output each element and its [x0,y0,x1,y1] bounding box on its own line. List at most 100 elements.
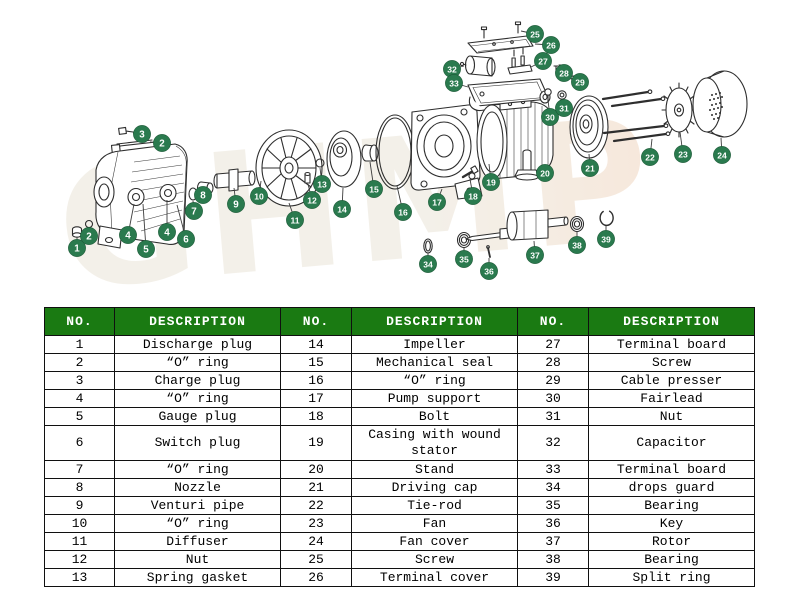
svg-text:29: 29 [575,77,585,87]
part-number-cell: 31 [517,407,589,426]
part-marker-1: 1 [68,237,86,257]
part-marker-39: 39 [597,226,615,248]
svg-text:7: 7 [191,206,197,217]
column-header: NO. [280,307,352,336]
svg-text:17: 17 [432,197,442,207]
part-marker-20: 20 [535,164,554,182]
part-description-cell: Gauge plug [114,407,281,426]
pump-casing-part [93,141,188,249]
part-number-cell: 12 [44,550,115,569]
svg-text:10: 10 [254,191,264,201]
svg-text:3: 3 [139,129,145,140]
part-marker-2: 2 [149,134,171,152]
part-number-cell: 33 [517,460,589,479]
part-description-cell: Terminal cover [351,568,518,587]
part-description-cell: Bearing [588,550,755,569]
part-description-cell: Switch plug [114,425,281,461]
part-marker-26: 26 [534,36,560,54]
part-marker-19: 19 [482,163,500,191]
part-number-cell: 8 [44,478,115,497]
svg-text:13: 13 [317,179,327,189]
part-marker-17: 17 [428,188,446,211]
part-marker-9: 9 [227,187,245,213]
part-number-cell: 2 [44,353,115,372]
part-number-cell: 9 [44,496,115,515]
part-number-cell: 6 [44,425,115,461]
part-marker-5: 5 [137,203,155,258]
part-number-cell: 35 [517,496,589,515]
part-description-cell: “O” ring [114,389,281,408]
column-header: DESCRIPTION [351,307,518,336]
terminal-board-33-part [467,78,551,112]
part-marker-35: 35 [455,248,473,268]
svg-text:28: 28 [559,68,569,78]
part-marker-22: 22 [641,138,659,166]
part-description-cell: Bearing [588,496,755,515]
part-description-cell: Casing with wound stator [351,425,518,461]
part-number-cell: 7 [44,460,115,479]
charge-plug-part [118,126,134,135]
part-marker-27: 27 [530,52,552,70]
part-marker-25: 25 [520,25,544,43]
part-number-cell: 18 [280,407,352,426]
bearing-35-part [456,231,472,249]
svg-text:32: 32 [447,64,457,74]
svg-text:1: 1 [74,243,80,254]
part-description-cell: Diffuser [114,532,281,551]
svg-text:4: 4 [125,230,131,241]
part-number-cell: 13 [44,568,115,587]
part-description-cell: Fairlead [588,389,755,408]
svg-text:30: 30 [545,112,555,122]
fan-cover-part [692,70,748,138]
svg-text:2: 2 [159,138,165,149]
svg-text:6: 6 [183,234,189,245]
part-number-cell: 5 [44,407,115,426]
svg-text:31: 31 [559,103,569,113]
part-marker-28: 28 [555,64,573,82]
part-marker-7: 7 [185,200,203,220]
part-number-cell: 19 [280,425,352,461]
split-ring-part [599,210,614,227]
nut-31-part [557,90,567,100]
svg-text:34: 34 [423,259,433,269]
part-marker-30: 30 [541,99,559,126]
part-number-cell: 37 [517,532,589,551]
part-marker-2: 2 [80,227,98,245]
part-marker-4: 4 [158,200,176,241]
part-number-cell: 32 [517,425,589,461]
column-header: NO. [517,307,589,336]
bearing-38-part [569,215,585,233]
fan-part [661,82,697,138]
svg-text:12: 12 [307,195,317,205]
venturi-pipe-part [213,168,256,192]
svg-text:18: 18 [468,191,478,201]
svg-text:37: 37 [530,250,540,260]
part-number-cell: 27 [517,335,589,354]
part-marker-29: 29 [571,73,589,91]
part-marker-8: 8 [194,186,212,204]
part-description-cell: “O” ring [114,514,281,533]
svg-text:2: 2 [86,231,92,242]
bolt-part [461,165,479,179]
impeller-part [326,130,362,188]
part-number-cell: 1 [44,335,115,354]
part-marker-37: 37 [526,240,544,264]
column-header: NO. [44,307,115,336]
part-number-cell: 36 [517,514,589,533]
part-description-cell: “O” ring [114,460,281,479]
part-number-cell: 23 [280,514,352,533]
part-marker-36: 36 [480,258,498,280]
diffuser-part [255,129,323,207]
